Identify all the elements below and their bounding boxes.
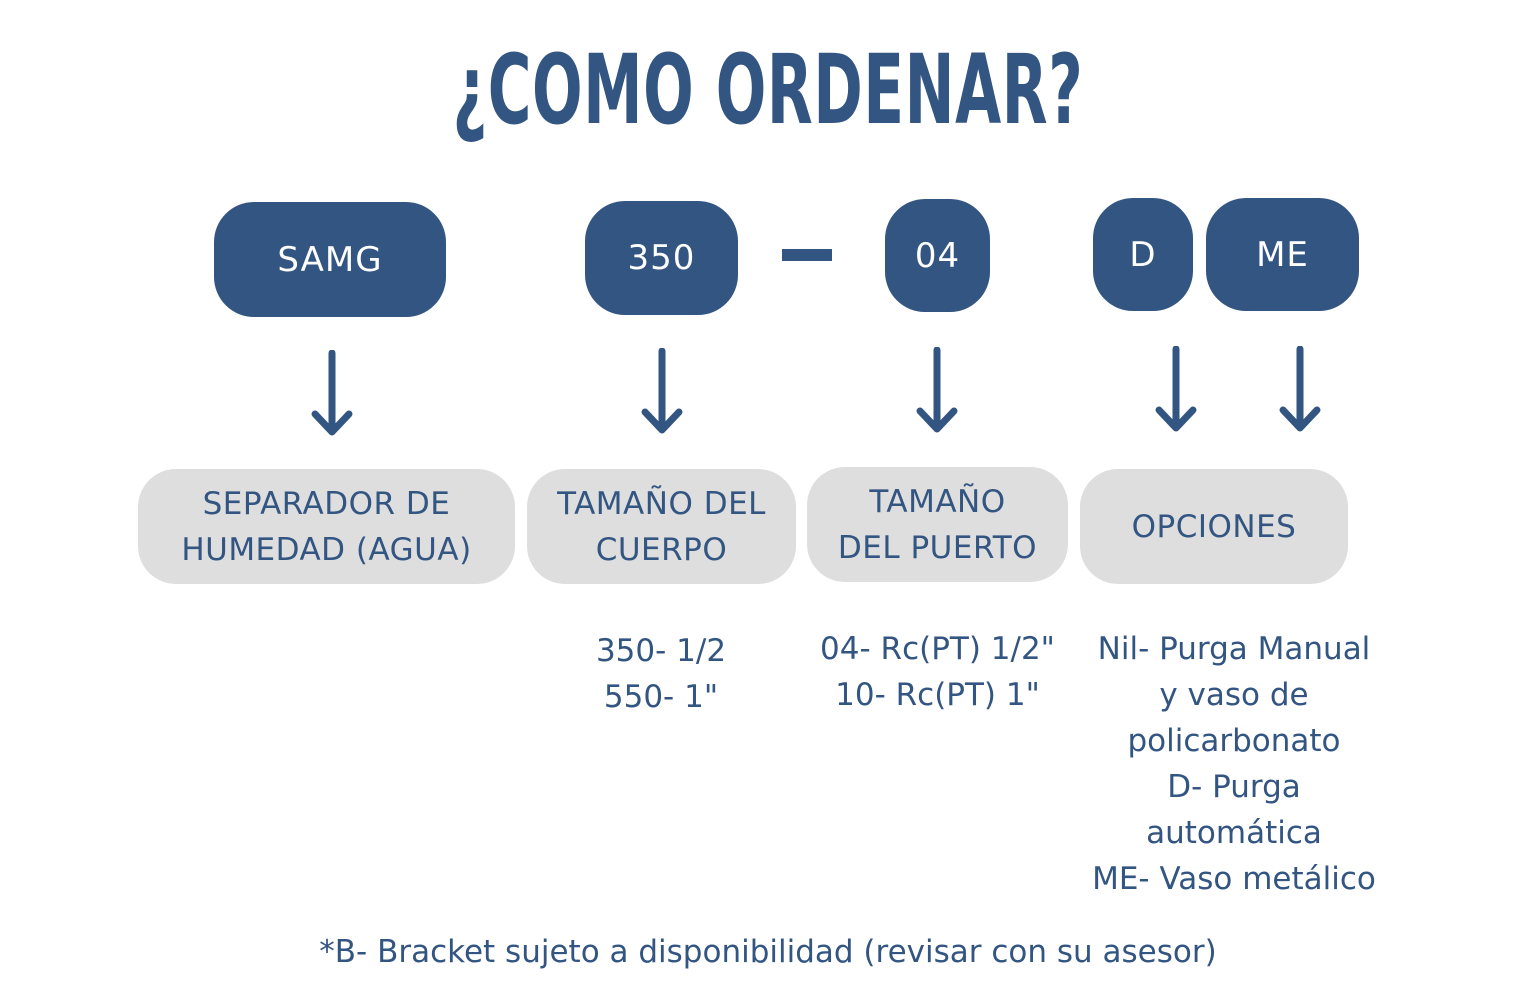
category-label-line: TAMAÑO DEL	[557, 485, 766, 522]
option-line: policarbonato	[1127, 723, 1341, 759]
category-body-size: TAMAÑO DEL CUERPO	[527, 469, 796, 584]
option-line: automática	[1146, 815, 1322, 851]
category-options: OPCIONES	[1080, 469, 1348, 584]
category-label-line: OPCIONES	[1131, 508, 1297, 545]
arrow-down-icon	[641, 348, 683, 434]
code-box-samg: SAMG	[214, 202, 446, 317]
footnote: *B- Bracket sujeto a disponibilidad (rev…	[319, 934, 1217, 970]
option-line: y vaso de	[1159, 677, 1309, 713]
port-size-options: 04- Rc(PT) 1/2" 10- Rc(PT) 1"	[807, 626, 1068, 718]
arrow-down-icon	[311, 350, 353, 436]
category-separador: SEPARADOR DE HUMEDAD (AGUA)	[138, 469, 515, 584]
option-line: D- Purga	[1167, 769, 1301, 805]
code-box-option-me: ME	[1206, 198, 1359, 311]
page-title: ¿COMO ORDENAR?	[452, 34, 1084, 146]
arrow-down-icon	[1155, 346, 1197, 432]
category-label-line: SEPARADOR DE	[202, 485, 451, 522]
code-box-body-size: 350	[585, 201, 738, 315]
category-label-line: TAMAÑO	[869, 483, 1006, 520]
category-label-line: HUMEDAD (AGUA)	[181, 531, 472, 568]
arrow-down-icon	[916, 347, 958, 433]
option-line: Nil- Purga Manual	[1097, 631, 1371, 667]
code-box-port-size: 04	[885, 199, 990, 312]
option-line: ME- Vaso metálico	[1092, 861, 1376, 897]
category-label-line: DEL PUERTO	[837, 529, 1038, 566]
body-size-options: 350- 1/2 550- 1"	[561, 628, 761, 720]
category-port-size: TAMAÑO DEL PUERTO	[807, 467, 1068, 582]
option-line: 04- Rc(PT) 1/2"	[820, 631, 1055, 667]
option-line: 550- 1"	[603, 679, 719, 715]
option-line: 350- 1/2	[595, 633, 727, 669]
code-box-option-d: D	[1093, 198, 1193, 311]
options-list: Nil- Purga Manual y vaso de policarbonat…	[1064, 626, 1404, 902]
arrow-down-icon	[1279, 346, 1321, 432]
option-line: 10- Rc(PT) 1"	[835, 677, 1040, 713]
separator-dash	[782, 249, 832, 261]
category-label-line: CUERPO	[595, 531, 728, 568]
